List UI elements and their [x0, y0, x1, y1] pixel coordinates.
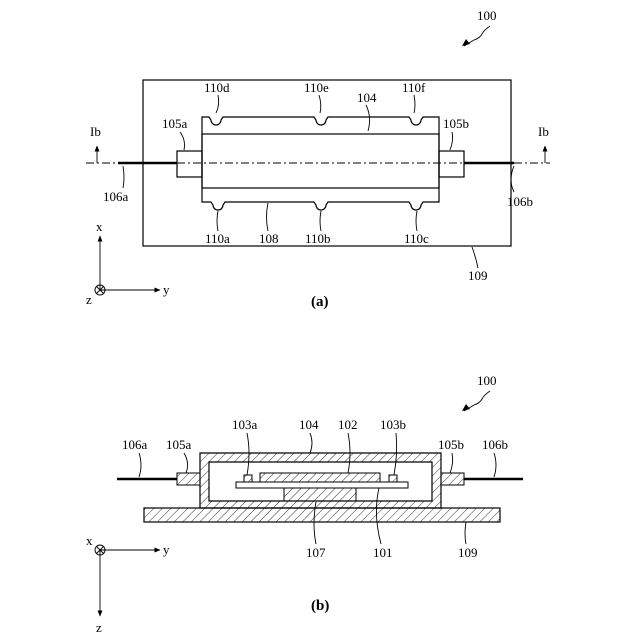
- leader-110d: [216, 95, 219, 113]
- label-110b: 110b: [305, 231, 331, 246]
- label-107: 107: [306, 545, 326, 560]
- label-106a-b: 106a: [122, 437, 148, 452]
- base-101: [236, 482, 408, 488]
- label-110a: 110a: [205, 231, 230, 246]
- axis-label-z-b: z: [96, 620, 102, 635]
- leader-110e: [319, 95, 321, 113]
- submount-107: [284, 488, 356, 501]
- label-103b: 103b: [380, 417, 406, 432]
- ref-100-b: 100: [477, 373, 497, 388]
- axis-label-y-a: y: [163, 282, 170, 297]
- leader-110b: [320, 211, 321, 231]
- leader-109-a: [472, 247, 478, 268]
- leader-105a-b: [184, 453, 188, 473]
- leader-110a: [217, 211, 218, 231]
- leader-106a-a: [123, 166, 124, 188]
- label-105a-a: 105a: [162, 116, 188, 131]
- label-109-a: 109: [468, 268, 488, 283]
- label-102: 102: [338, 417, 358, 432]
- axis-label-x-b: x: [86, 533, 93, 548]
- label-ib-left: Ib: [90, 124, 101, 139]
- lid-104: [202, 134, 439, 188]
- label-105a-b: 105a: [166, 437, 192, 452]
- axis-label-y-b: y: [163, 542, 170, 557]
- leader-104-b: [310, 433, 312, 453]
- flange-105a-section: [177, 473, 200, 485]
- axes-a: x y z: [86, 219, 170, 307]
- label-106b-b: 106b: [482, 437, 508, 452]
- label-110f: 110f: [402, 80, 426, 95]
- label-104-b: 104: [299, 417, 319, 432]
- leader-108: [267, 203, 269, 231]
- substrate-109-section: [144, 508, 500, 522]
- label-104-a: 104: [357, 90, 377, 105]
- axis-label-x-a: x: [96, 219, 103, 234]
- leader-105b-a: [450, 132, 453, 150]
- leader-109-b: [465, 522, 466, 544]
- label-ib-right: Ib: [538, 124, 549, 139]
- frame-108: [202, 117, 439, 210]
- axes-b: x y z: [86, 533, 170, 635]
- label-110e: 110e: [304, 80, 329, 95]
- leader-105b-b: [450, 453, 453, 473]
- label-108: 108: [259, 231, 279, 246]
- caption-a: (a): [311, 294, 329, 310]
- label-106b-a: 106b: [507, 194, 533, 209]
- ref-100-a: 100: [477, 8, 497, 23]
- caption-b: (b): [311, 598, 329, 614]
- flange-105b-section: [441, 473, 464, 485]
- chip-102: [260, 473, 380, 482]
- leader-110c: [416, 211, 417, 231]
- ref-100-a-arrowhead: [462, 39, 470, 46]
- label-103a: 103a: [232, 417, 258, 432]
- label-106a-a: 106a: [103, 189, 129, 204]
- label-101: 101: [373, 545, 393, 560]
- flange-105b: [439, 151, 464, 177]
- axis-label-z-a: z: [86, 292, 92, 307]
- label-110c: 110c: [404, 231, 429, 246]
- leader-106b-b: [494, 453, 496, 477]
- figure-a: 100 Ib Ib 110d 110e 110f 104 105a: [86, 8, 550, 310]
- flange-105a: [177, 151, 202, 177]
- label-109-b: 109: [458, 545, 478, 560]
- leader-105a-a: [180, 132, 185, 150]
- label-110d: 110d: [204, 80, 230, 95]
- pad-103b: [389, 475, 397, 482]
- label-105b-b: 105b: [438, 437, 464, 452]
- leader-104-a: [366, 105, 370, 131]
- ref-100-b-arrowhead: [462, 404, 470, 411]
- label-105b-a: 105b: [443, 116, 469, 131]
- pad-103a: [244, 475, 252, 482]
- figure-b: 100 106a 105a 103a 104 102 103b: [86, 373, 523, 635]
- leader-110f: [414, 95, 415, 113]
- leader-106a-b: [139, 453, 141, 477]
